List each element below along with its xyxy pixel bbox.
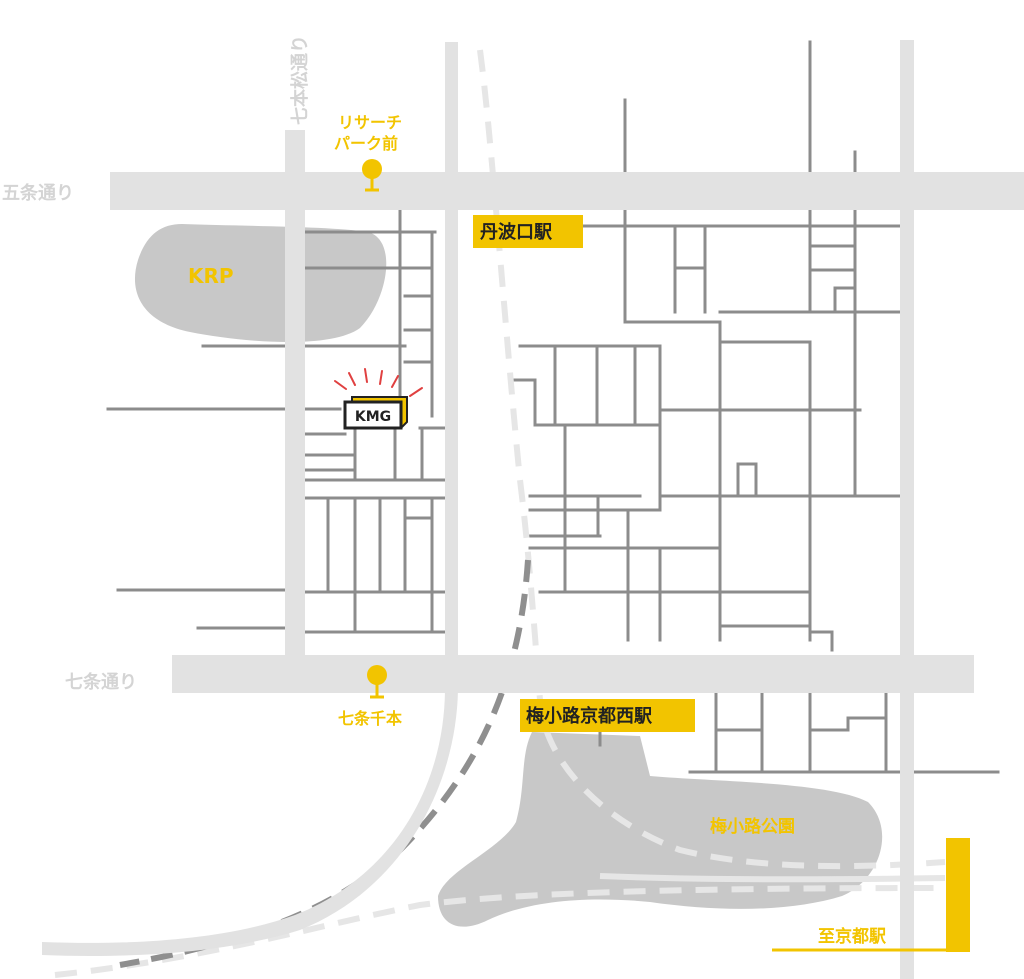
station-umekoji-kyoto-nishi-label: 梅小路京都西駅 bbox=[526, 705, 653, 727]
jr-tokaido-upper bbox=[599, 873, 946, 883]
bus-stop-shichijo-senbon: 七条千本 bbox=[338, 665, 402, 728]
jr-tokaido-lower bbox=[54, 885, 946, 978]
shichihonmatsu-road bbox=[285, 130, 305, 655]
station-badge bbox=[473, 215, 583, 248]
shichijo-road bbox=[172, 655, 974, 693]
kyoto-station-platform-icon bbox=[946, 838, 970, 952]
kyoto-station-label: 至京都駅 bbox=[818, 926, 887, 947]
krp-area bbox=[134, 224, 387, 343]
bus-stop-shichijo-senbon-label: 七条千本 bbox=[338, 709, 402, 728]
building-marker-icon: KMG bbox=[343, 396, 408, 430]
krp-label: KRP bbox=[188, 264, 234, 288]
kmg-logo-text: KMG bbox=[355, 409, 391, 425]
station-tambaguchi-label: 丹波口駅 bbox=[480, 221, 553, 243]
bus-stop-research-park: リサーチ パーク前 bbox=[334, 113, 402, 192]
umekoji-park-label: 梅小路公園 bbox=[710, 816, 795, 837]
major-roads bbox=[42, 40, 1024, 979]
bus-stop-pin-icon bbox=[367, 665, 387, 685]
shichijo-street-label: 七条通り bbox=[65, 671, 137, 693]
gojo-street-label: 五条通り bbox=[2, 182, 74, 204]
highlight-rays-icon bbox=[334, 368, 423, 397]
bus-stop-research-label-1: リサーチ bbox=[338, 113, 402, 132]
umekoji-park-area bbox=[438, 732, 883, 927]
to-kyoto-station: 至京都駅 bbox=[772, 838, 970, 952]
station-badge bbox=[520, 699, 695, 732]
shichihonmatsu-street-label: 七本松通り bbox=[289, 35, 311, 125]
jr-sanin-line bbox=[477, 49, 946, 870]
station-tambaguchi: 丹波口駅 bbox=[473, 215, 583, 248]
station-umekoji-kyoto-nishi: 梅小路京都西駅 bbox=[520, 699, 695, 732]
kmg-marker: KMG bbox=[334, 368, 423, 430]
bus-stop-pin-icon bbox=[362, 159, 382, 179]
east-avenue bbox=[900, 40, 914, 979]
bus-stop-research-label-2: パーク前 bbox=[334, 134, 398, 153]
gojo-road bbox=[110, 172, 1024, 210]
